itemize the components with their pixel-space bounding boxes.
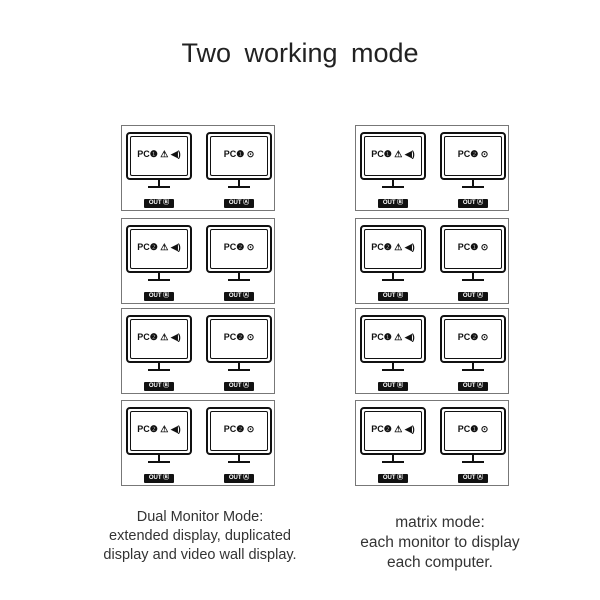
monitor-stand [392,178,394,187]
monitor-stand [472,453,474,462]
monitor-stand [472,178,474,187]
monitor-stand [392,453,394,462]
out-b-label: OUT Ⓑ [378,474,408,483]
out-a-label: OUT Ⓐ [224,382,254,391]
monitor-screen-text: PC❷ ⊙ [223,332,255,342]
monitor-stand [158,178,160,187]
out-b-label: OUT Ⓑ [144,292,174,301]
out-b-label: OUT Ⓑ [378,199,408,208]
out-b-label: OUT Ⓑ [378,382,408,391]
monitor-base [148,186,170,188]
monitor-a: PC❷ ⊙ [440,315,506,363]
monitor-b: PC❷ ⚠ ◀) [360,407,426,455]
out-b-label: OUT Ⓑ [144,382,174,391]
monitor-a: PC❶ ⊙ [206,132,272,180]
monitor-base [228,279,250,281]
monitor-a: PC❶ ⊙ [440,407,506,455]
monitor-base [148,369,170,371]
monitor-base [228,186,250,188]
monitor-screen-text: PC❶ ⊙ [457,242,489,252]
out-b-label: OUT Ⓑ [144,474,174,483]
caption-line: each computer. [387,554,493,571]
monitor-base [382,279,404,281]
monitor-b: PC❷ ⚠ ◀) [360,225,426,273]
out-b-label: OUT Ⓑ [378,292,408,301]
monitor-stand [472,271,474,280]
out-a-label: OUT Ⓐ [458,382,488,391]
monitor-base [462,461,484,463]
out-a-label: OUT Ⓐ [458,474,488,483]
monitor-stand [238,271,240,280]
monitor-a: PC❷ ⊙ [206,407,272,455]
monitor-b: PC❷ ⚠ ◀) [126,225,192,273]
out-a-label: OUT Ⓐ [458,199,488,208]
monitor-base [462,369,484,371]
monitor-stand [472,361,474,370]
monitor-b: PC❷ ⚠ ◀) [126,315,192,363]
left-mode-panel: PC❷ ⚠ ◀) PC❷ ⊙ OUT Ⓑ OUT Ⓐ [121,218,275,304]
left-caption: Dual Monitor Mode: extended display, dup… [80,508,320,565]
caption-line: extended display, duplicated [109,528,291,544]
monitor-stand [392,271,394,280]
monitor-base [462,186,484,188]
monitor-screen-text: PC❷ ⚠ ◀) [137,242,181,252]
monitor-b: PC❶ ⚠ ◀) [360,132,426,180]
right-caption: matrix mode: each monitor to display eac… [330,513,550,573]
monitor-screen-text: PC❷ ⊙ [223,424,255,434]
out-a-label: OUT Ⓐ [224,292,254,301]
monitor-stand [238,453,240,462]
page-title: Two working mode [181,38,419,68]
monitor-base [382,186,404,188]
out-b-label: OUT Ⓑ [144,199,174,208]
monitor-base [148,461,170,463]
out-a-label: OUT Ⓐ [458,292,488,301]
caption-line: display and video wall display. [103,547,297,563]
monitor-base [382,369,404,371]
out-a-label: OUT Ⓐ [224,474,254,483]
monitor-base [228,369,250,371]
monitor-screen-text: PC❶ ⊙ [223,149,255,159]
caption-line: matrix mode: [395,514,485,531]
monitor-screen-text: PC❷ ⚠ ◀) [371,242,415,252]
out-a-label: OUT Ⓐ [224,199,254,208]
right-mode-panel: PC❶ ⚠ ◀) PC❷ ⊙ OUT Ⓑ OUT Ⓐ [355,125,509,211]
monitor-screen-text: PC❶ ⚠ ◀) [371,332,415,342]
monitor-base [382,461,404,463]
left-mode-panel: PC❷ ⚠ ◀) PC❷ ⊙ OUT Ⓑ OUT Ⓐ [121,400,275,486]
monitor-screen-text: PC❶ ⊙ [457,424,489,434]
monitor-a: PC❷ ⊙ [206,315,272,363]
monitor-screen-text: PC❷ ⚠ ◀) [371,424,415,434]
monitor-screen-text: PC❶ ⚠ ◀) [371,149,415,159]
left-mode-panel: PC❶ ⚠ ◀) PC❶ ⊙ OUT Ⓑ OUT Ⓐ [121,125,275,211]
monitor-stand [392,361,394,370]
left-mode-panel: PC❷ ⚠ ◀) PC❷ ⊙ OUT Ⓑ OUT Ⓐ [121,308,275,394]
monitor-screen-text: PC❷ ⚠ ◀) [137,424,181,434]
monitor-screen-text: PC❷ ⚠ ◀) [137,332,181,342]
right-mode-panel: PC❷ ⚠ ◀) PC❶ ⊙ OUT Ⓑ OUT Ⓐ [355,218,509,304]
caption-line: Dual Monitor Mode: [136,509,264,525]
monitor-stand [158,453,160,462]
monitor-b: PC❶ ⚠ ◀) [360,315,426,363]
monitor-b: PC❷ ⚠ ◀) [126,407,192,455]
caption-line: each monitor to display [360,534,520,551]
monitor-stand [238,178,240,187]
monitor-a: PC❷ ⊙ [206,225,272,273]
monitor-stand [158,271,160,280]
monitor-b: PC❶ ⚠ ◀) [126,132,192,180]
monitor-stand [238,361,240,370]
right-mode-panel: PC❷ ⚠ ◀) PC❶ ⊙ OUT Ⓑ OUT Ⓐ [355,400,509,486]
monitor-screen-text: PC❶ ⚠ ◀) [137,149,181,159]
monitor-screen-text: PC❷ ⊙ [457,332,489,342]
monitor-base [462,279,484,281]
monitor-a: PC❷ ⊙ [440,132,506,180]
monitor-screen-text: PC❷ ⊙ [223,242,255,252]
monitor-base [148,279,170,281]
monitor-a: PC❶ ⊙ [440,225,506,273]
monitor-screen-text: PC❷ ⊙ [457,149,489,159]
right-mode-panel: PC❶ ⚠ ◀) PC❷ ⊙ OUT Ⓑ OUT Ⓐ [355,308,509,394]
monitor-base [228,461,250,463]
monitor-stand [158,361,160,370]
